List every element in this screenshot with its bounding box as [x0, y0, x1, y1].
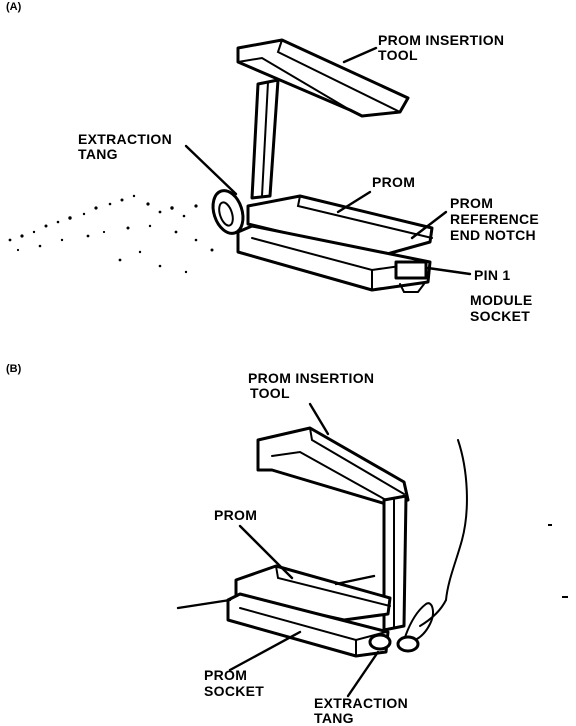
label-module-socket-2: SOCKET	[470, 308, 530, 324]
prom-insertion-tool-a	[236, 38, 410, 200]
extraction-tang-a	[211, 189, 245, 235]
print-marks-b	[548, 524, 568, 598]
extraction-tang-b	[368, 633, 420, 653]
label-prom-b: PROM	[214, 507, 257, 523]
label-module-socket-1: MODULE	[470, 292, 532, 308]
leaders-b	[176, 402, 380, 698]
label-extraction-tang-a-2: TANG	[78, 146, 118, 162]
panel-b: (B)	[6, 363, 568, 726]
label-pin-1: PIN 1	[474, 267, 511, 283]
label-extraction-tang-b-1: EXTRACTION	[314, 695, 408, 711]
leaders-a	[184, 46, 472, 276]
label-prom-reference-3: END NOTCH	[450, 227, 536, 243]
label-prom-insertion-tool-b-2: TOOL	[250, 385, 290, 401]
label-prom-reference-1: PROM	[450, 195, 493, 211]
label-extraction-tang-b-2: TANG	[314, 710, 354, 726]
label-prom-a: PROM	[372, 174, 415, 190]
print-speckle-a	[8, 194, 214, 274]
label-prom-insertion-tool-a-1: PROM INSERTION	[378, 32, 504, 48]
label-extraction-tang-a-1: EXTRACTION	[78, 131, 172, 147]
label-prom-reference-2: REFERENCE	[450, 211, 539, 227]
label-prom-insertion-tool-a-2: TOOL	[378, 47, 418, 63]
panel-a-tag: (A)	[6, 1, 22, 13]
label-prom-socket-1: PROM	[204, 667, 247, 683]
label-prom-socket-2: SOCKET	[204, 683, 264, 699]
label-prom-insertion-tool-b-1: PROM INSERTION	[248, 370, 374, 386]
panel-b-tag: (B)	[6, 363, 22, 375]
module-socket-a	[236, 224, 432, 293]
panel-a: (A)	[6, 1, 539, 324]
